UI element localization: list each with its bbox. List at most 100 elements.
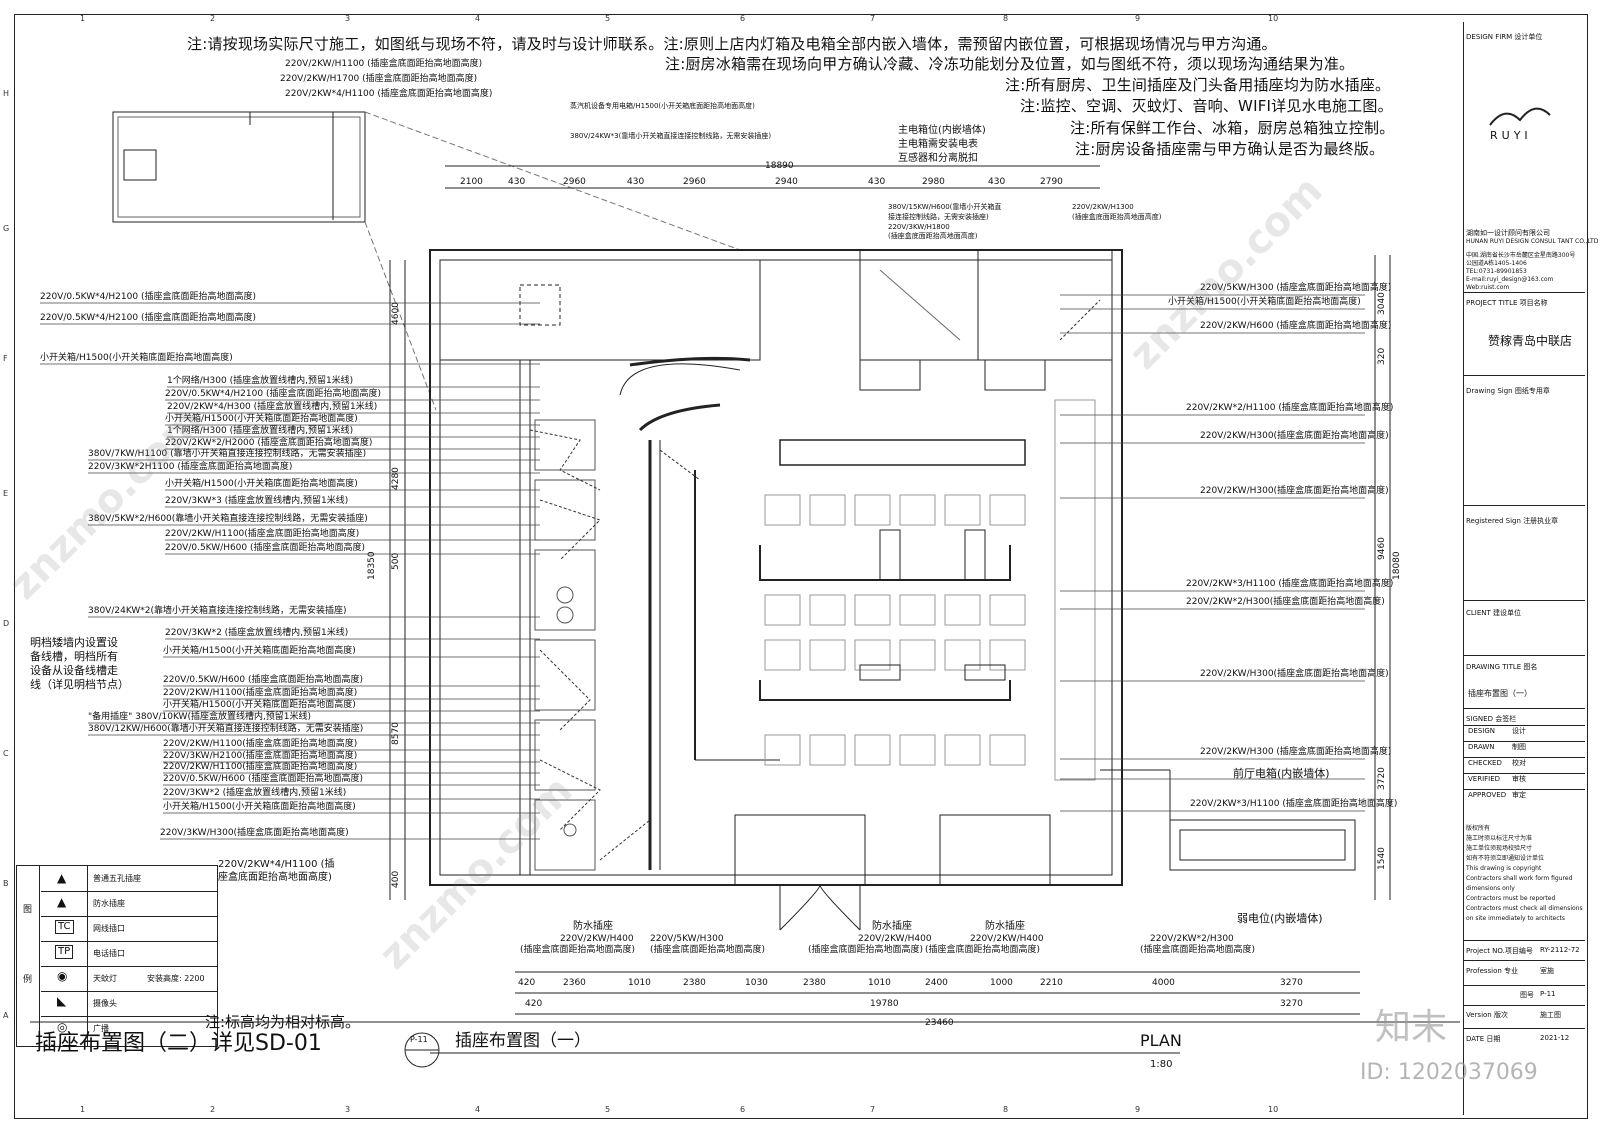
grid-col-label: 4 — [475, 1105, 481, 1114]
tb-web: Web:ruist.com — [1466, 284, 1510, 291]
grid-col-label: 7 — [870, 14, 876, 23]
grid-row-label: H — [3, 89, 10, 98]
tb-logo: RUYI — [1490, 129, 1532, 142]
title-left: 插座布置图（二）详见SD-01 — [35, 1031, 322, 1056]
sheet-frame — [14, 14, 1588, 1119]
left-socket-label: 220V/2KW*2/H2000 (插座盒底面距抬高地面高度) — [165, 438, 373, 448]
right-dim: 9460 — [1377, 537, 1387, 560]
right-socket-label: 220V/2KW/H300 (插座盒底面距抬高地面高度) — [1200, 747, 1392, 757]
watermark-brand: 知末 — [1375, 1007, 1448, 1048]
left-socket-label: 220V/3KW/H300(插座盒底面距抬高地面高度) — [160, 828, 349, 838]
bottom-label-d2: 220V/2KW/H400 — [858, 934, 932, 944]
bottom-label-a1: 220V/2KW*4/H1100 (插 — [218, 859, 335, 870]
left-socket-label: 小开关箱/H1500(小开关箱底面距抬高地面高度) — [163, 646, 356, 656]
title-tag: P-11 — [410, 1035, 428, 1044]
tb-design-firm: DESIGN FIRM 设计单位 — [1466, 33, 1543, 41]
network-port-icon: TC — [55, 920, 74, 934]
bottom-dim: 4000 — [1152, 978, 1175, 988]
grid-col-label: 9 — [1135, 14, 1141, 23]
left-dim: 400 — [391, 870, 401, 888]
left-callout-line: 明档矮墙内设置设 — [30, 636, 118, 649]
title-block — [1463, 22, 1586, 1115]
top-dim: 430 — [627, 177, 645, 187]
left-socket-label: 小开关箱/H1500(小开关箱底面距抬高地面高度) — [163, 802, 356, 812]
right-socket-label: 小开关箱/H1500(小开关箱底面距抬高地面高度) — [1168, 297, 1361, 307]
grid-col-label: 6 — [740, 14, 746, 23]
watermark-id: ID: 1202037069 — [1360, 1060, 1538, 1085]
left-socket-label: 220V/3KW*2H1100 (插座盒底面距抬高地面高度) — [88, 462, 293, 472]
main-box-label-2: 主电箱需安装电表 — [898, 139, 978, 150]
steam-box-label: 蒸汽机设备专用电箱/H1500(小开关箱底面距抬高地面高度) — [570, 102, 755, 110]
top-dim: 2100 — [460, 177, 483, 187]
legend-title-1: 图 — [23, 905, 33, 915]
grid-col-label: 10 — [1268, 1105, 1279, 1114]
grid-row-label: A — [3, 1011, 9, 1020]
legend-item-7: 广播 — [93, 1024, 109, 1033]
legend-item-1: 普通五孔插座 — [93, 874, 141, 883]
tb-sign-row-line — [1463, 741, 1585, 742]
left-socket-label: 380V/7KW/H1100 (靠墙小开关箱直接连接控制线路，无需安装插座) — [88, 449, 367, 459]
inset-label-2: 220V/2KW/H1700 (插座盒底面距抬高地面高度) — [280, 74, 478, 84]
tb-phone: TEL:0731-89901853 — [1466, 268, 1527, 275]
left-callout-line: 设备从设备线槽走 — [30, 664, 118, 677]
bottom-dim: 2210 — [1040, 978, 1063, 988]
tb-copyright-line: 如有不符须立即通知设计单位 — [1466, 855, 1545, 862]
left-socket-label: 小开关箱/H1500(小开关箱底面距抬高地面高度) — [165, 479, 358, 489]
left-socket-label: 220V/0.5KW*4/H2100 (插座盒底面距抬高地面高度) — [40, 292, 256, 302]
left-socket-label: 220V/2KW*4/H300 (插座盒放置线槽内,预留1米线) — [167, 402, 378, 412]
tb-sign-role-en: APPROVED — [1468, 791, 1507, 799]
waterproof-socket-icon: ▲ — [57, 895, 67, 909]
tb-company-cn: 湖南如一设计顾问有限公司 — [1466, 229, 1550, 237]
tb-copyright-line: This drawing is copyright — [1466, 865, 1542, 872]
left-dim: 500 — [391, 552, 401, 570]
tb-sign-role-en: CHECKED — [1468, 759, 1502, 767]
tb-project-title-label: PROJECT TITLE 项目名称 — [1466, 299, 1548, 307]
tb-project-no-label: Project NO.项目编号 — [1466, 947, 1533, 955]
bottom-dim: 1010 — [628, 978, 651, 988]
grid-col-label: 6 — [740, 1105, 746, 1114]
top-dim: 2790 — [1040, 177, 1063, 187]
left-socket-label: 380V/24KW*2(靠墙小开关箱直接连接控制线路，无需安装插座) — [88, 606, 347, 616]
tb-sign-role-en: DRAWN — [1468, 743, 1495, 751]
right-socket-label: 220V/2KW*3/H1100 (插座盒底面距抬高地面高度) — [1186, 579, 1394, 589]
left-socket-label: 小开关箱/H1500(小开关箱底面距抬高地面高度) — [40, 353, 233, 363]
grid-row-label: C — [3, 749, 9, 758]
bottom-label-b3: (插座盒底面距抬高地面高度) — [520, 945, 636, 955]
bottom-dim: 2400 — [925, 978, 948, 988]
top-total-dim: 18890 — [765, 161, 794, 171]
bottom-label-b1: 防水插座 — [573, 921, 613, 932]
grid-col-label: 3 — [345, 14, 351, 23]
bottom-label-e3: (插座盒底面距抬高地面高度) — [925, 945, 1041, 955]
right-dim: 1540 — [1377, 847, 1387, 870]
tb-copyright-line: dimensions only — [1466, 885, 1515, 892]
tb-profession-label: Profession 专业 — [1466, 967, 1519, 975]
grid-col-label: 5 — [605, 14, 611, 23]
bottom-label-c1: 220V/5KW/H300 — [650, 934, 724, 944]
left-socket-label: 220V/0.5KW/H600 (插座盒底面距抬高地面高度) — [163, 774, 364, 784]
right-socket-label: 220V/2KW/H300(插座盒底面距抬高地面高度) — [1200, 486, 1389, 496]
right-socket-label: 220V/2KW/H600 (插座盒底面距抬高地面高度) — [1200, 321, 1392, 331]
grid-col-label: 3 — [345, 1105, 351, 1114]
tb-sign-role-en: DESIGN — [1468, 727, 1495, 735]
grid-col-label: 1 — [80, 14, 86, 23]
left-socket-label: 220V/3KW*2 (插座盒放置线槽内,预留1米线) — [163, 788, 347, 798]
top-dim: 2960 — [563, 177, 586, 187]
right-socket-label: 220V/2KW*3/H1100 (插座盒底面距抬高地面高度) — [1190, 799, 1398, 809]
left-socket-label: 小开关箱/H1500(小开关箱底面距抬高地面高度) — [163, 700, 356, 710]
legend-item-6: 摄像头 — [93, 999, 117, 1008]
grid-col-label: 2 — [210, 1105, 216, 1114]
left-socket-label: 1个网络/H300 (插座盒放置线槽内,预留1米线) — [167, 376, 354, 386]
note-2: 注:厨房冰箱需在现场向甲方确认冷藏、冷冻功能划分及位置，如与图纸不符，须以现场沟… — [665, 55, 1355, 73]
plan-label: PLAN — [1140, 1031, 1182, 1050]
left-socket-label: 220V/0.5KW/H600 (插座盒底面距抬高地面高度) — [163, 675, 364, 685]
k15-label-2: 接连接控制线路，无需安装插座) — [888, 213, 989, 221]
tb-sign-row-line — [1463, 789, 1585, 790]
left-callout-line: 线（详见明档节点） — [30, 678, 129, 691]
left-dim: 8570 — [391, 722, 401, 745]
socket-icon: ▲ — [57, 871, 67, 885]
top-dim: 2960 — [683, 177, 706, 187]
bottom-label-d1: 防水插座 — [872, 921, 912, 932]
bottom-label-f1: 220V/2KW*2/H300 — [1150, 934, 1234, 944]
note-6: 注:厨房设备插座需与甲方确认是否为最终版。 — [1075, 140, 1385, 158]
